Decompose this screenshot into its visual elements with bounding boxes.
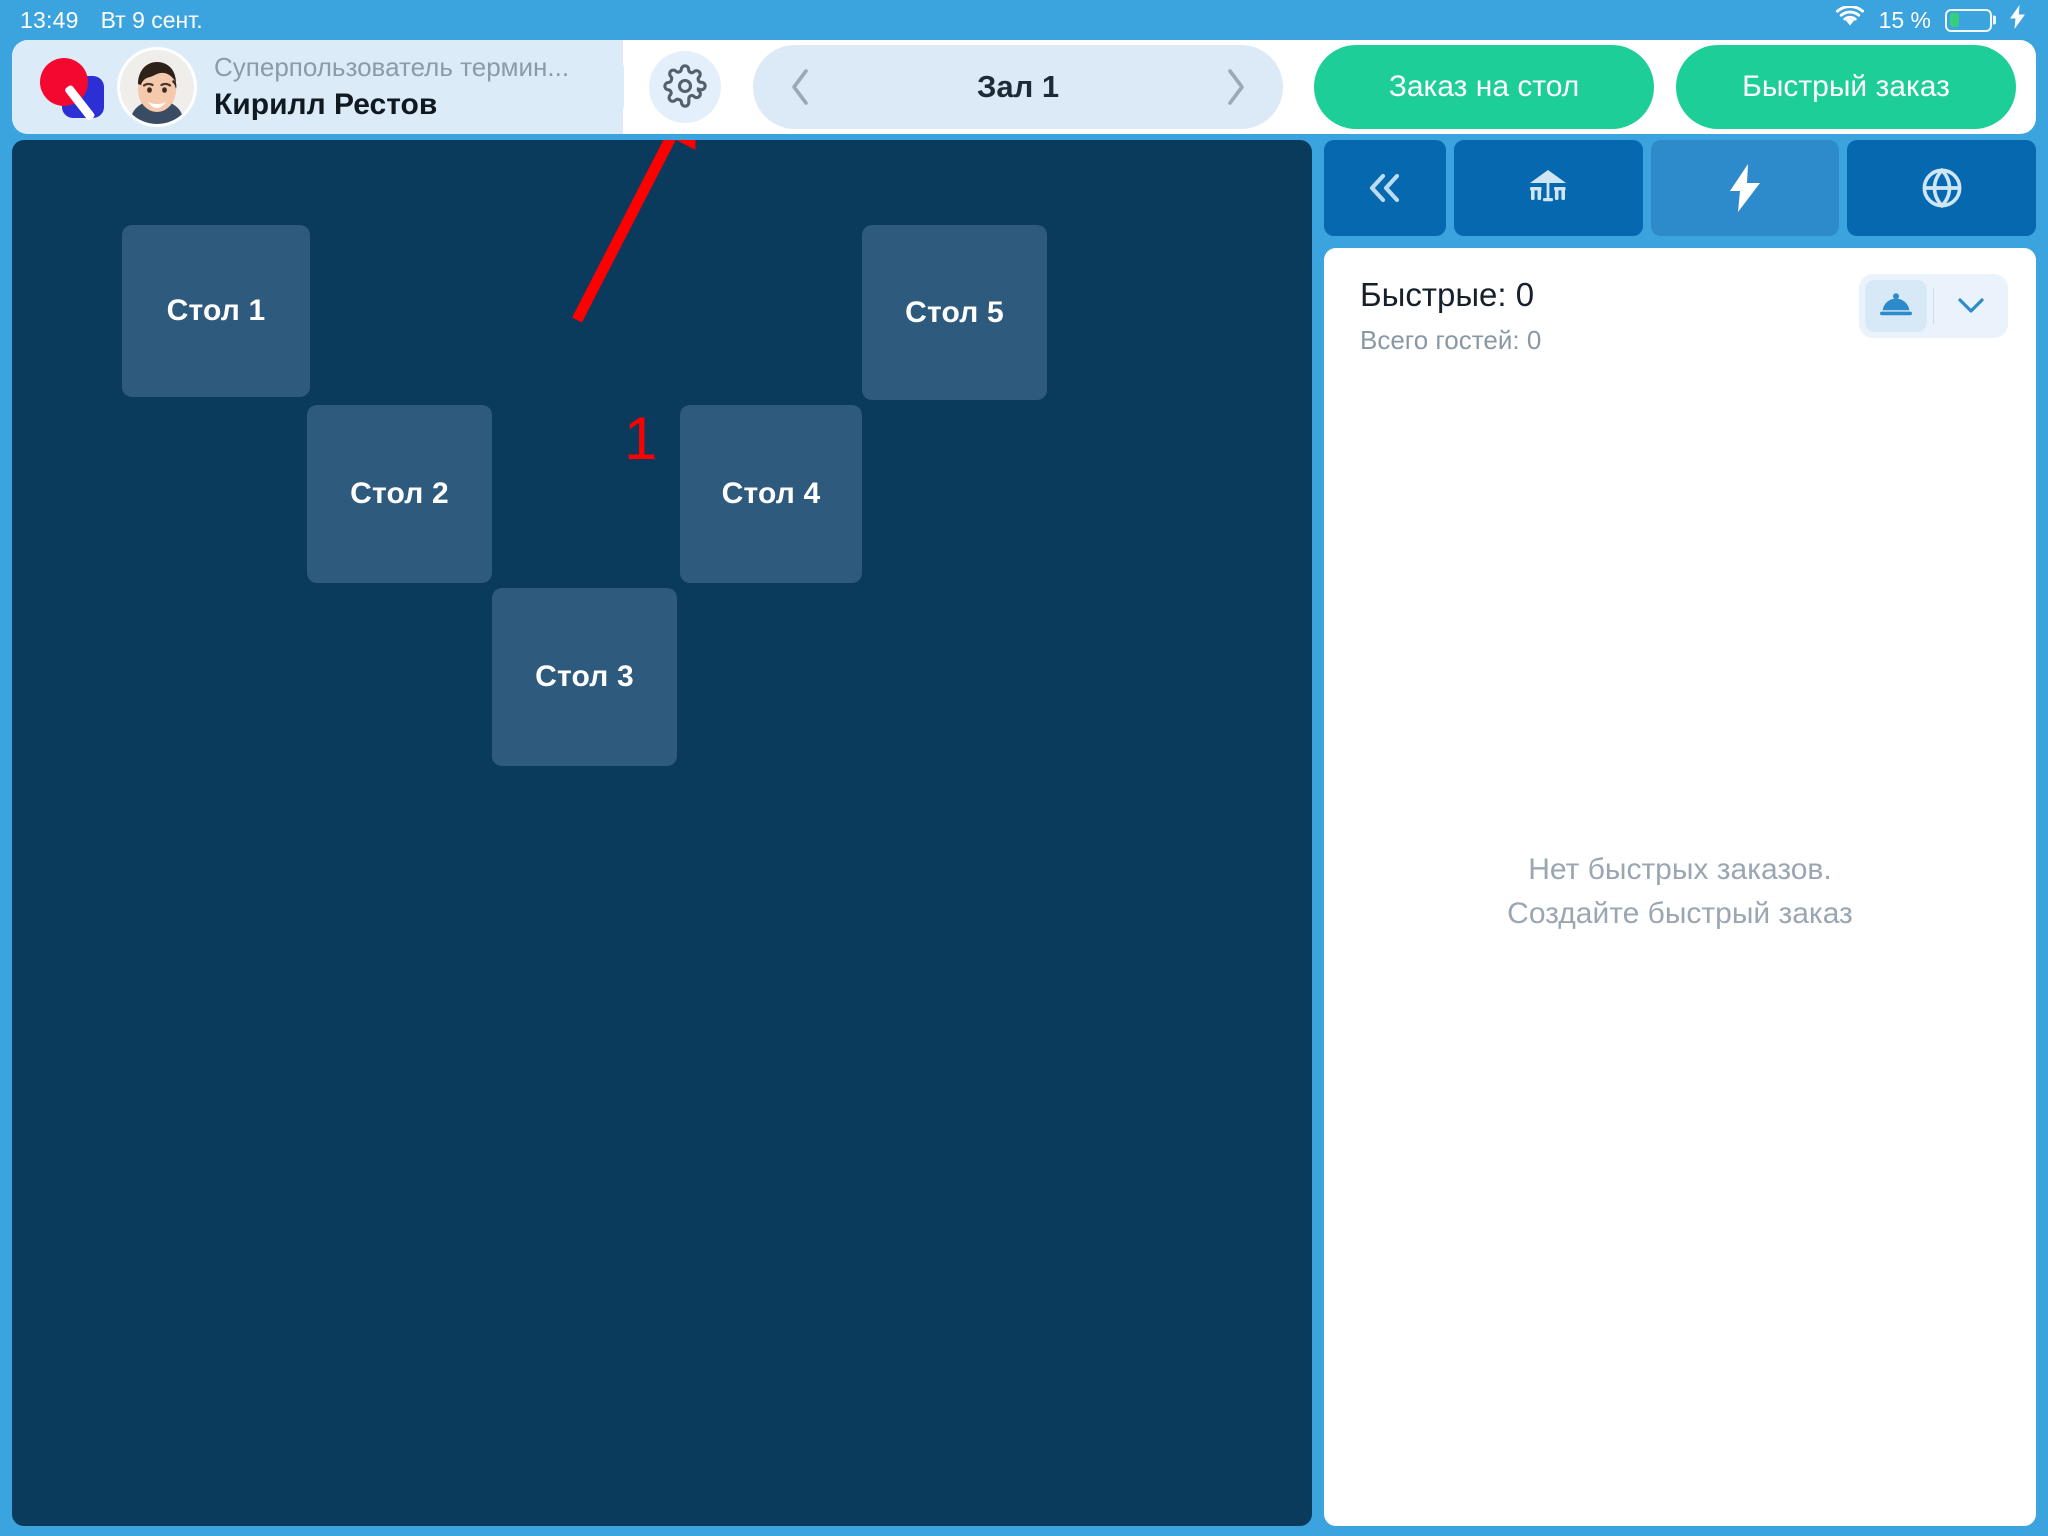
quick-orders-actions: [1859, 274, 2008, 338]
tab-terrace[interactable]: [1454, 140, 1643, 236]
gear-icon: [663, 63, 707, 111]
tab-delivery[interactable]: [1847, 140, 2037, 236]
quick-orders-header: Быстрые: 0 Всего гостей: 0: [1324, 248, 2036, 378]
table-card[interactable]: Стол 3: [492, 588, 677, 766]
table-label: Стол 3: [535, 660, 634, 693]
empty-state-line-2: Создайте быстрый заказ: [1507, 896, 1853, 930]
status-bar-right: 15 %: [1835, 5, 2048, 35]
battery-percent-label: 15 %: [1878, 6, 1931, 33]
quick-orders-empty-state: Нет быстрых заказов. Создайте быстрый за…: [1324, 378, 2036, 1526]
user-role-label: Суперпользователь термин...: [214, 52, 570, 82]
table-order-button[interactable]: Заказ на стол: [1314, 45, 1654, 129]
table-card[interactable]: Стол 2: [307, 405, 492, 583]
empty-state-text: Нет быстрых заказов. Создайте быстрый за…: [1507, 848, 1853, 935]
serving-tray-icon: [1879, 291, 1913, 322]
header-actions: Заказ на стол Быстрый заказ: [1314, 45, 2036, 129]
expand-button[interactable]: [1940, 280, 2002, 332]
tab-quick-orders[interactable]: [1650, 140, 1840, 236]
chevron-left-icon[interactable]: [787, 65, 813, 109]
status-date: Вт 9 сент.: [100, 6, 203, 33]
quick-orders-counts: Быстрые: 0 Всего гостей: 0: [1360, 274, 1541, 356]
hall-selector[interactable]: Зал 1: [753, 45, 1284, 129]
user-avatar[interactable]: [120, 50, 194, 124]
annotation-step-number: 1: [624, 405, 658, 472]
globe-icon: [1919, 165, 1965, 211]
table-label: Стол 1: [166, 294, 266, 327]
terrace-umbrella-icon: [1525, 165, 1571, 211]
quick-orders-card: Быстрые: 0 Всего гостей: 0: [1324, 248, 2036, 1526]
quick-order-button[interactable]: Быстрый заказ: [1676, 45, 2016, 129]
table-label: Стол 2: [350, 477, 449, 510]
table-label: Стол 5: [905, 295, 1004, 329]
battery-icon: [1945, 8, 1992, 32]
status-bar-left: 13:49 Вт 9 сент.: [0, 7, 203, 34]
main-area: Стол 5 Стол 4 Стол 3 Стол 2 Стол 1 1: [12, 140, 2037, 1526]
quick-orders-title: Быстрые: 0: [1360, 276, 1535, 313]
side-panel-toolbar: [1324, 140, 2037, 236]
battery-fill: [1949, 13, 1959, 27]
status-time: 13:49: [20, 6, 79, 33]
floor-plan[interactable]: Стол 5 Стол 4 Стол 3 Стол 2 Стол 1 1: [12, 140, 1312, 1526]
settings-button[interactable]: [649, 51, 722, 123]
empty-state-line-1: Нет быстрых заказов.: [1528, 853, 1832, 887]
user-name-label: Кирилл Рестов: [214, 87, 438, 121]
table-label: Стол 4: [721, 477, 821, 510]
hall-label: Зал 1: [976, 69, 1060, 104]
status-bar: 13:49 Вт 9 сент. 15 %: [0, 0, 2048, 40]
table-card[interactable]: Стол 4: [680, 405, 862, 583]
side-panel: Быстрые: 0 Всего гостей: 0: [1324, 140, 2037, 1526]
collapse-panel-button[interactable]: [1324, 140, 1446, 236]
lightning-bolt-icon: [1730, 164, 1760, 212]
brand-user-block: Суперпользователь термин... Кирилл Ресто…: [12, 40, 625, 134]
chevron-down-icon: [1956, 295, 1986, 318]
charging-bolt-icon: [2010, 5, 2026, 35]
total-guests-label: Всего гостей: 0: [1360, 324, 1542, 355]
app-header: Суперпользователь термин... Кирилл Ресто…: [12, 40, 2036, 134]
serve-button[interactable]: [1865, 280, 1927, 332]
wifi-icon: [1835, 5, 1865, 34]
paddle-logo-icon: [36, 54, 104, 122]
table-card[interactable]: Стол 1: [122, 225, 310, 397]
chevron-right-icon[interactable]: [1223, 65, 1249, 109]
table-card[interactable]: Стол 5: [862, 225, 1047, 400]
action-divider: [1933, 288, 1934, 324]
user-info: Суперпользователь термин... Кирилл Ресто…: [214, 51, 569, 123]
